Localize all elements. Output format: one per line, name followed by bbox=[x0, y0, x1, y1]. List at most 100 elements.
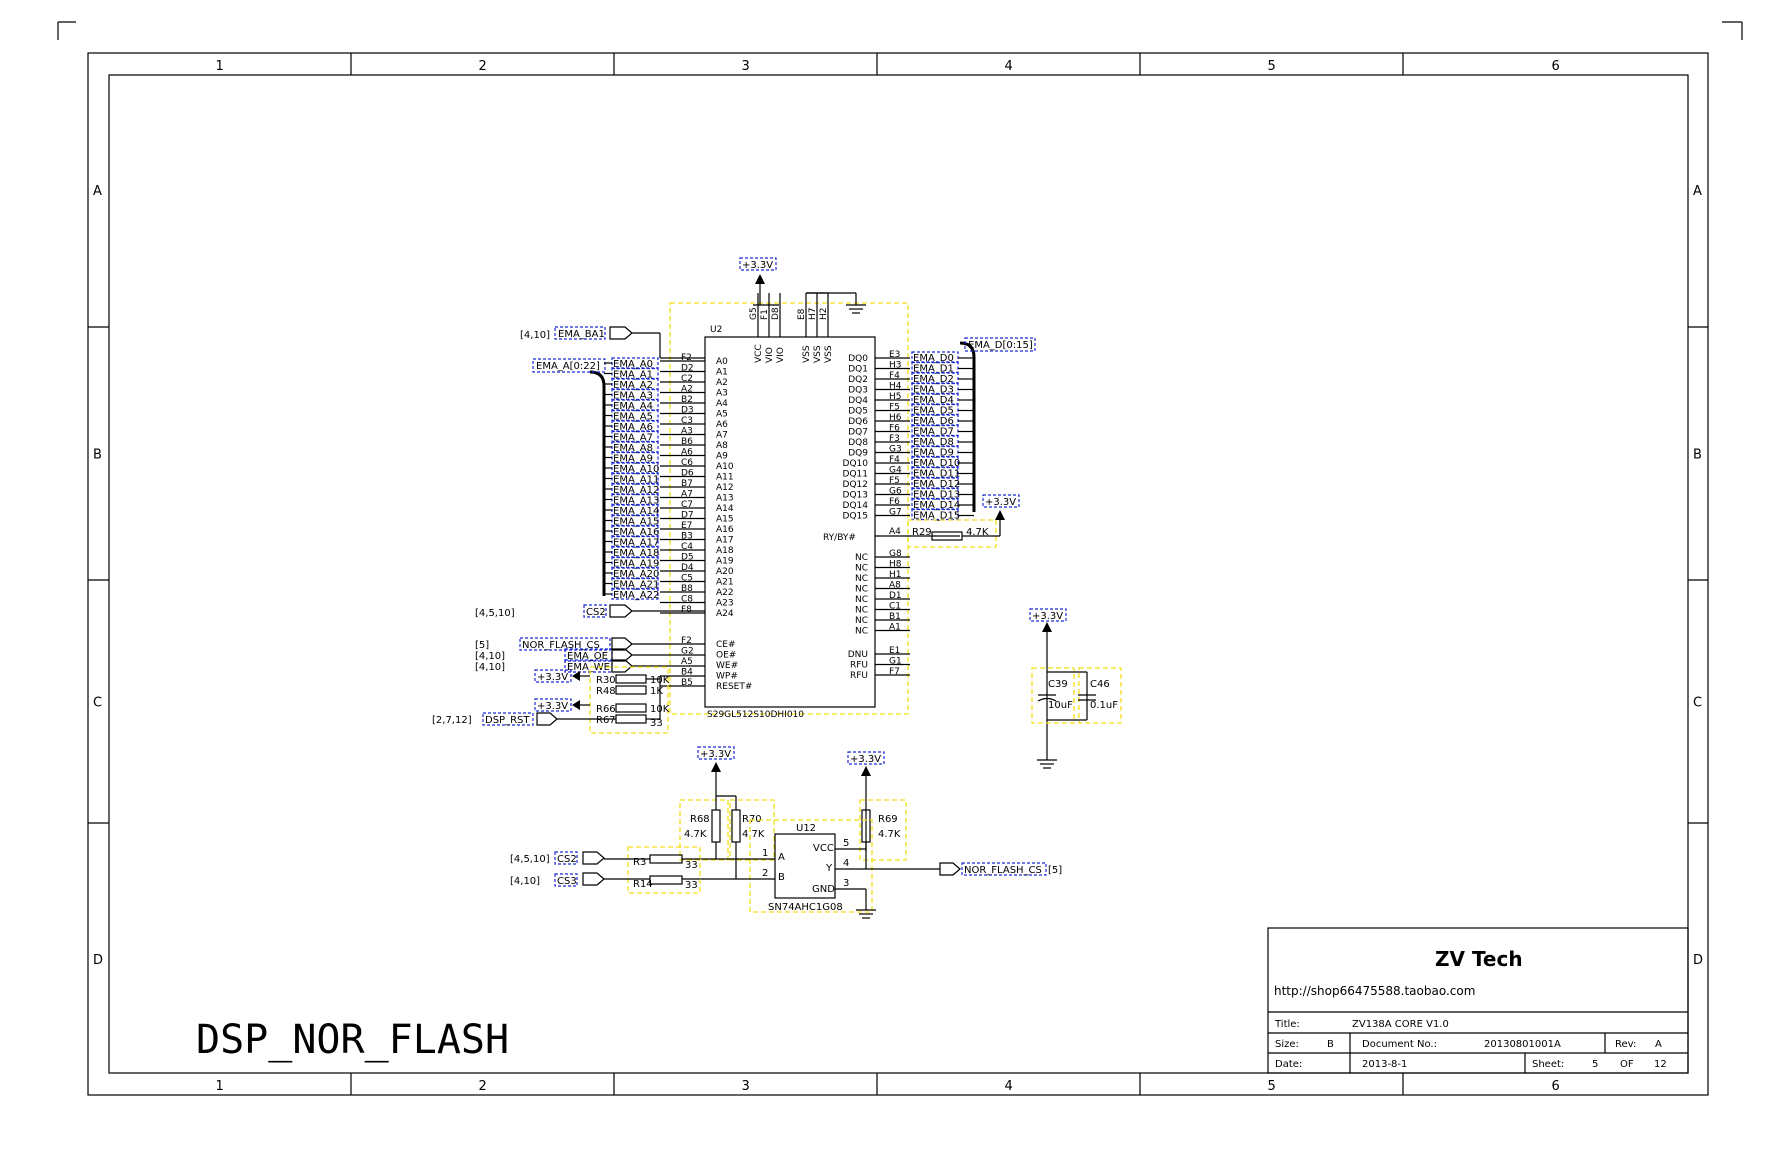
u2-nc-pin-num: H8 bbox=[889, 560, 902, 570]
u2-address-pin-num: D6 bbox=[681, 469, 694, 479]
u2-data-pin-num: G4 bbox=[889, 466, 902, 476]
c46-ref: C46 bbox=[1090, 679, 1110, 690]
u2-address-pin-name: A14 bbox=[716, 504, 734, 514]
u2-address-pin-name: A16 bbox=[716, 525, 734, 535]
cs2-top-ref: [4,5,10] bbox=[475, 608, 515, 619]
u2-address-pin-num: C6 bbox=[681, 458, 693, 468]
u2-rfu-pin-name: RFU bbox=[850, 671, 868, 681]
ema-oe-ref: [4,10] bbox=[475, 651, 505, 662]
title-block: ZV Tech http://shop66475588.taobao.com T… bbox=[1267, 927, 1689, 1074]
caps-power-label: +3.3V bbox=[1032, 611, 1063, 622]
u2-nc-pin-name: NC bbox=[855, 627, 868, 637]
address-net-label: EMA_A14 bbox=[613, 506, 659, 517]
u2-address-pin-name: A8 bbox=[716, 441, 728, 451]
u2-data-pin-num: H6 bbox=[889, 413, 902, 423]
u2-address-pin-num: C4 bbox=[681, 542, 693, 552]
address-net-labels: EMA_A0EMA_A1EMA_A2EMA_A3EMA_A4EMA_A5EMA_… bbox=[604, 357, 659, 601]
u2-address-pin-name: A17 bbox=[716, 536, 734, 546]
frame-col-label-top: 6 bbox=[1552, 59, 1560, 74]
u2-address-pin-name: A6 bbox=[716, 420, 728, 430]
r29-ref: R29 bbox=[912, 527, 932, 538]
corner-mark-tl bbox=[57, 21, 76, 40]
address-net-label: EMA_A1 bbox=[613, 370, 653, 381]
u12-pin-gnd-name: GND bbox=[812, 884, 835, 895]
ema-a-bus-label: EMA_A[0:22] bbox=[536, 361, 600, 372]
title-label: Title: bbox=[1274, 1019, 1300, 1030]
frame-col-label-top: 5 bbox=[1268, 59, 1276, 74]
frame-col-label-top: 1 bbox=[216, 59, 224, 74]
r3-value: 33 bbox=[685, 860, 698, 871]
r30-ref: R30 bbox=[596, 675, 616, 686]
u2-control-pin-num: B5 bbox=[681, 678, 693, 688]
u2-data-pin-name: DQ6 bbox=[848, 417, 868, 427]
u2-control-pin-name: WE# bbox=[716, 661, 738, 671]
u2-address-pin-name: A20 bbox=[716, 567, 734, 577]
u2-address-pin-name: A5 bbox=[716, 410, 728, 420]
u2-address-pin-name: A15 bbox=[716, 515, 734, 525]
u2-flash-chip: U2 S29GL512S10DHI010 VCCG5VIOF1VIOD8VSSE… bbox=[660, 292, 960, 720]
sheet-label: Sheet: bbox=[1532, 1059, 1564, 1070]
u2-data-pin-name: DQ3 bbox=[848, 386, 868, 396]
u2-nc-pin-name: NC bbox=[855, 564, 868, 574]
of-label: OF bbox=[1620, 1059, 1634, 1070]
address-net-label: EMA_A18 bbox=[613, 548, 659, 559]
c39-ref: C39 bbox=[1048, 679, 1068, 690]
r67-value: 33 bbox=[650, 718, 663, 729]
ema-d-bus-label: EMA_D[0:15] bbox=[968, 340, 1033, 351]
company-url: http://shop66475588.taobao.com bbox=[1274, 984, 1475, 998]
c46-value: 0.1uF bbox=[1090, 700, 1118, 711]
frame-col-label-top: 3 bbox=[742, 59, 750, 74]
data-net-label: EMA_D8 bbox=[913, 437, 954, 448]
u2-nc-pin-num: B1 bbox=[889, 612, 901, 622]
u2-power-pin-num: D8 bbox=[771, 307, 781, 320]
frame-row-label-right: D bbox=[1693, 953, 1703, 968]
u2-control-pin-name: WP# bbox=[716, 672, 738, 682]
sheet-title: DSP_NOR_FLASH bbox=[196, 1017, 509, 1063]
u2-data-pin-num: G7 bbox=[889, 508, 902, 518]
u2-data-pin-name: DQ11 bbox=[843, 470, 868, 480]
c39-value: 10uF bbox=[1048, 700, 1073, 711]
address-net-label: EMA_A12 bbox=[613, 485, 659, 496]
pull-up-1-label: +3.3V bbox=[537, 672, 568, 683]
frame-col-label-top: 2 bbox=[479, 59, 487, 74]
u2-highlight-box bbox=[669, 302, 909, 715]
r29-power-label: +3.3V bbox=[985, 497, 1016, 508]
u12-r68-power-label: +3.3V bbox=[700, 749, 731, 760]
r29-value: 4.7K bbox=[966, 527, 989, 538]
u12-pin-vcc-name: VCC bbox=[813, 843, 834, 854]
u2-data-pin-num: F5 bbox=[889, 403, 900, 413]
u2-address-pin-name: A19 bbox=[716, 557, 734, 567]
u2-body bbox=[704, 336, 876, 708]
address-net-label: EMA_A2 bbox=[613, 380, 653, 391]
nor-cs-out-label: NOR_FLASH_CS bbox=[964, 865, 1042, 876]
data-net-label: EMA_D0 bbox=[913, 353, 954, 364]
address-net-label: EMA_A20 bbox=[613, 569, 659, 580]
address-net-label: EMA_A10 bbox=[613, 464, 659, 475]
u2-power-pin-name: VSS bbox=[813, 345, 823, 363]
outer-frame bbox=[87, 52, 1709, 1096]
rev-value: A bbox=[1655, 1039, 1662, 1050]
u2-nc-pin-name: NC bbox=[855, 616, 868, 626]
u2-address-pin-name: A23 bbox=[716, 599, 734, 609]
address-net-label: EMA_A19 bbox=[613, 559, 659, 570]
docno-value: 20130801001A bbox=[1484, 1039, 1561, 1050]
u2-address-pin-num: B6 bbox=[681, 437, 693, 447]
u2-address-pin-num: A6 bbox=[681, 448, 693, 458]
u2-data-pin-num: F5 bbox=[889, 476, 900, 486]
address-net-label: EMA_A9 bbox=[613, 454, 653, 465]
u2-rfu-pin-name: RFU bbox=[850, 661, 868, 671]
data-net-label: EMA_D11 bbox=[913, 469, 960, 480]
u2-nc-pin-num: D1 bbox=[889, 591, 902, 601]
r29-pullup: R29 4.7K +3.3V bbox=[907, 494, 1020, 548]
data-net-label: EMA_D5 bbox=[913, 406, 954, 417]
data-net-label: EMA_D15 bbox=[913, 511, 960, 522]
u2-control-pin-num: F2 bbox=[681, 636, 692, 646]
r48-ref: R48 bbox=[596, 686, 616, 697]
address-net-label: EMA_A8 bbox=[613, 443, 653, 454]
frame-col-label-bottom: 2 bbox=[479, 1079, 487, 1094]
address-net-label: EMA_A13 bbox=[613, 496, 659, 507]
u2-nc-pin-name: NC bbox=[855, 574, 868, 584]
dsp-rst-port: [2,7,12] DSP_RST bbox=[432, 712, 616, 726]
